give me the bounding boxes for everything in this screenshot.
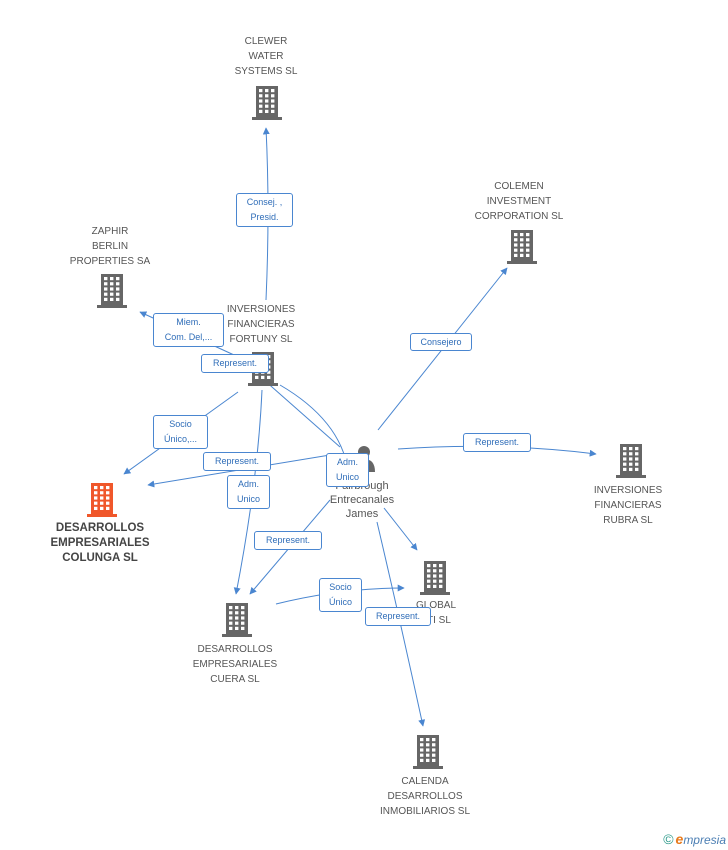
node-label-colunga[interactable]: DESARROLLOS EMPRESARIALES COLUNGA SL bbox=[50, 522, 150, 564]
edge-label-adm-unico[interactable]: Adm. Unico bbox=[227, 475, 270, 509]
building-icon bbox=[412, 735, 444, 774]
building-icon bbox=[96, 274, 128, 313]
edge-label-miem-com-del[interactable]: Miem. Com. Del,... bbox=[153, 313, 224, 347]
copyright-icon: © bbox=[663, 831, 674, 847]
edge-label-represent[interactable]: Represent. bbox=[201, 354, 269, 373]
edge-label-represent[interactable]: Represent. bbox=[203, 452, 271, 471]
node-label-fortuny[interactable]: INVERSIONES FINANCIERAS FORTUNY SL bbox=[226, 304, 296, 345]
edge-line bbox=[383, 507, 418, 551]
building-icon bbox=[419, 561, 451, 600]
edge-label-adm-unico[interactable]: Adm. Unico bbox=[326, 453, 369, 487]
edge-label-consejero[interactable]: Consejero bbox=[410, 333, 472, 351]
node-label-calenda[interactable]: CALENDA DESARROLLOS INMOBILIARIOS SL bbox=[379, 776, 471, 817]
building-icon-main bbox=[86, 483, 118, 522]
building-icon bbox=[506, 230, 538, 269]
node-label-zaphir[interactable]: ZAPHIR BERLIN PROPERTIES SA bbox=[69, 226, 151, 267]
building-icon bbox=[615, 444, 647, 483]
building-icon bbox=[251, 86, 283, 125]
edge-label-consej-presid[interactable]: Consej. , Presid. bbox=[236, 193, 293, 227]
edge-label-socio-unico[interactable]: Socio Único bbox=[319, 578, 362, 612]
edge-label-represent[interactable]: Represent. bbox=[254, 531, 322, 550]
edge-label-represent[interactable]: Represent. bbox=[463, 433, 531, 452]
building-icon bbox=[221, 603, 253, 642]
node-label-colemen[interactable]: COLEMEN INVESTMENT CORPORATION SL bbox=[474, 181, 564, 222]
edge-label-socio-unico[interactable]: Socio Único,... bbox=[153, 415, 208, 449]
footer-brand[interactable]: ©empresia bbox=[663, 831, 726, 847]
node-label-clewer[interactable]: CLEWER WATER SYSTEMS SL bbox=[234, 36, 298, 77]
brand-logo-rest: mpresia bbox=[683, 833, 726, 847]
node-label-rubra[interactable]: INVERSIONES FINANCIERAS RUBRA SL bbox=[593, 485, 663, 526]
brand-logo-e: e bbox=[675, 831, 684, 847]
node-label-cuera[interactable]: DESARROLLOS EMPRESARIALES CUERA SL bbox=[192, 644, 278, 685]
edge-label-represent[interactable]: Represent. bbox=[365, 607, 431, 626]
